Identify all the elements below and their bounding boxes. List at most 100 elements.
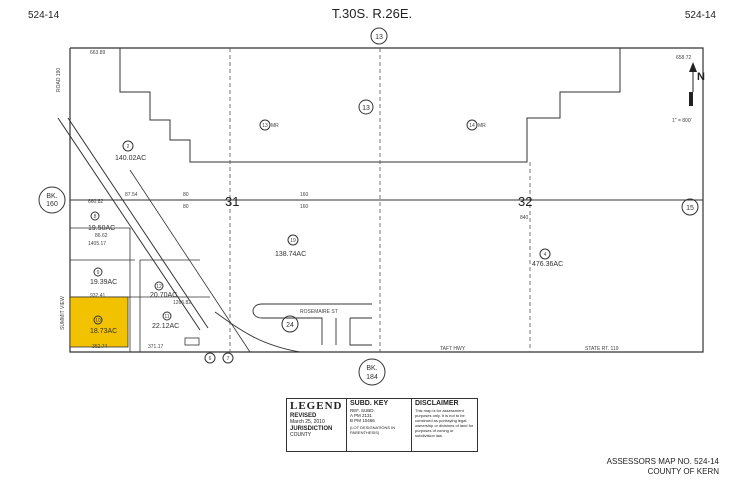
svg-text:22.12AC: 22.12AC: [152, 323, 179, 330]
parcel-9: 9 19.39AC: [90, 267, 117, 286]
svg-text:140.02AC: 140.02AC: [115, 155, 146, 162]
svg-text:9: 9: [97, 270, 100, 276]
parcel-13: 13 MR: [259, 119, 279, 131]
road-label: ROAD 190: [56, 68, 62, 92]
page-ref-left: 524-14: [28, 10, 60, 21]
book-bottom-l1: BK.: [366, 365, 377, 372]
county-name: COUNTY OF KERN: [647, 467, 719, 476]
svg-text:MR: MR: [271, 123, 279, 129]
svg-text:4: 4: [544, 252, 547, 258]
book-left: [38, 186, 66, 214]
boundary-mr-area: [119, 48, 621, 163]
svg-text:12: 12: [156, 284, 162, 290]
svg-text:19.50AC: 19.50AC: [88, 225, 115, 232]
svg-text:20.70AC: 20.70AC: [150, 292, 177, 299]
svg-text:8: 8: [94, 214, 97, 220]
rosemaire-street: [252, 303, 372, 346]
subd-header: REF. SUBD.: [350, 408, 375, 413]
dim-86: 86.62: [95, 233, 108, 239]
small-parcel-box: [184, 337, 200, 346]
section-31: 31: [225, 194, 239, 209]
circle-7: 7: [222, 352, 234, 364]
subd-title: SUBD. KEY: [350, 400, 389, 407]
parcel-11: 11 22.12AC: [152, 311, 179, 330]
disclaimer-text: This map is for assessment purposes only…: [415, 408, 474, 438]
svg-text:138.74AC: 138.74AC: [275, 251, 306, 258]
dim-660: 660.82: [88, 199, 104, 205]
dim-top-left: 663.89: [90, 50, 106, 56]
legend-col-left: LEGEND REVISED March 25, 2010 JURISDICTI…: [287, 399, 347, 451]
svg-text:19.39AC: 19.39AC: [90, 279, 117, 286]
map-boundary: [69, 47, 704, 353]
disclaimer-title: DISCLAIMER: [415, 400, 459, 407]
parcel-8: 8 19.50AC: [88, 211, 115, 232]
svg-text:11: 11: [164, 314, 169, 320]
section-32: 32: [518, 194, 532, 209]
highway-diagonal-3: [129, 169, 251, 353]
svg-text:24: 24: [286, 322, 294, 329]
circle-top-13: [370, 27, 388, 45]
svg-text:14: 14: [469, 123, 475, 129]
dim-160b: 160: [300, 204, 309, 210]
assessors-map-number: ASSESSORS MAP NO. 524-14: [606, 457, 719, 466]
svg-text:7: 7: [227, 356, 230, 362]
circle-13-mid: 13: [358, 99, 374, 115]
legend-col-right: DISCLAIMER This map is for assessment pu…: [412, 399, 477, 451]
legend-jurisdiction-label: JURISDICTION: [290, 426, 333, 432]
dim-840: 840: [520, 215, 529, 221]
dim-371: 371.17: [148, 344, 164, 350]
parcel-2: 2 140.02AC: [115, 140, 146, 162]
parcel-19: 19 138.74AC: [275, 234, 306, 258]
north-arrow-icon: N: [689, 62, 705, 106]
dim-80b: 80: [183, 204, 189, 210]
legend-box: LEGEND REVISED March 25, 2010 JURISDICTI…: [286, 398, 478, 452]
legend-col-middle: SUBD. KEY REF. SUBD. A PM 2131 B PM 1046…: [347, 399, 412, 451]
circle-24: 24: [281, 315, 299, 333]
parcel-14: 14 MR: [466, 119, 486, 131]
legend-title: LEGEND: [290, 400, 343, 412]
parcel-12: 12 20.70AC: [150, 281, 177, 299]
circle-top-13-label: 13: [375, 34, 383, 41]
dim-1266: 1266.82: [173, 300, 191, 306]
svg-text:N: N: [697, 71, 705, 83]
svg-text:13: 13: [362, 105, 370, 112]
dim-352: 352.74: [92, 344, 108, 350]
summit-label: SUMMIT VIEW: [60, 296, 66, 330]
svg-text:6: 6: [209, 356, 212, 362]
subd-b: B PM 10466: [350, 418, 375, 423]
circle-right-15: [681, 198, 699, 216]
rosemaire-label: ROSEMAIRE ST: [300, 309, 338, 315]
parcel-10-highlight: [69, 296, 129, 348]
book-left-l2: 160: [46, 201, 58, 208]
circle-right-15-label: 15: [686, 205, 694, 212]
dim-top-right: 658.72: [676, 55, 692, 61]
book-bottom-l2: 184: [366, 374, 378, 381]
legend-revised-date: March 25, 2010: [290, 419, 325, 425]
svg-text:MR: MR: [478, 123, 486, 129]
subd-note: (LOT DESIGNATIONS IN PARENTHESIS): [350, 425, 396, 435]
dim-87: 87.54: [125, 192, 138, 198]
highway-diagonal-1: [57, 117, 201, 331]
subd-a: A PM 2131: [350, 413, 373, 418]
parcel-4: 4 476.36AC: [532, 248, 563, 268]
map-footer: ASSESSORS MAP NO. 524-14 COUNTY OF KERN: [607, 457, 719, 477]
svg-text:476.36AC: 476.36AC: [532, 261, 563, 268]
svg-text:18.73AC: 18.73AC: [90, 328, 117, 335]
svg-text:19: 19: [290, 238, 296, 244]
map-title: T.30S. R.26E.: [332, 6, 412, 21]
dim-160a: 160: [300, 192, 309, 198]
dim-932: 932.41: [90, 293, 106, 299]
dim-1405: 1405.17: [88, 241, 106, 247]
svg-text:13: 13: [262, 123, 268, 129]
circle-6: 6: [204, 352, 216, 364]
svg-text:10: 10: [95, 318, 101, 324]
book-left-l1: BK.: [46, 193, 57, 200]
parcel-10: 10 18.73AC: [90, 315, 117, 335]
dim-80a: 80: [183, 192, 189, 198]
legend-jurisdiction-value: COUNTY: [290, 432, 312, 438]
svg-text:2: 2: [127, 144, 130, 150]
state-route-label: STATE RT. 119: [585, 346, 619, 352]
taft-highway: [214, 311, 301, 353]
book-bottom: [358, 358, 386, 386]
